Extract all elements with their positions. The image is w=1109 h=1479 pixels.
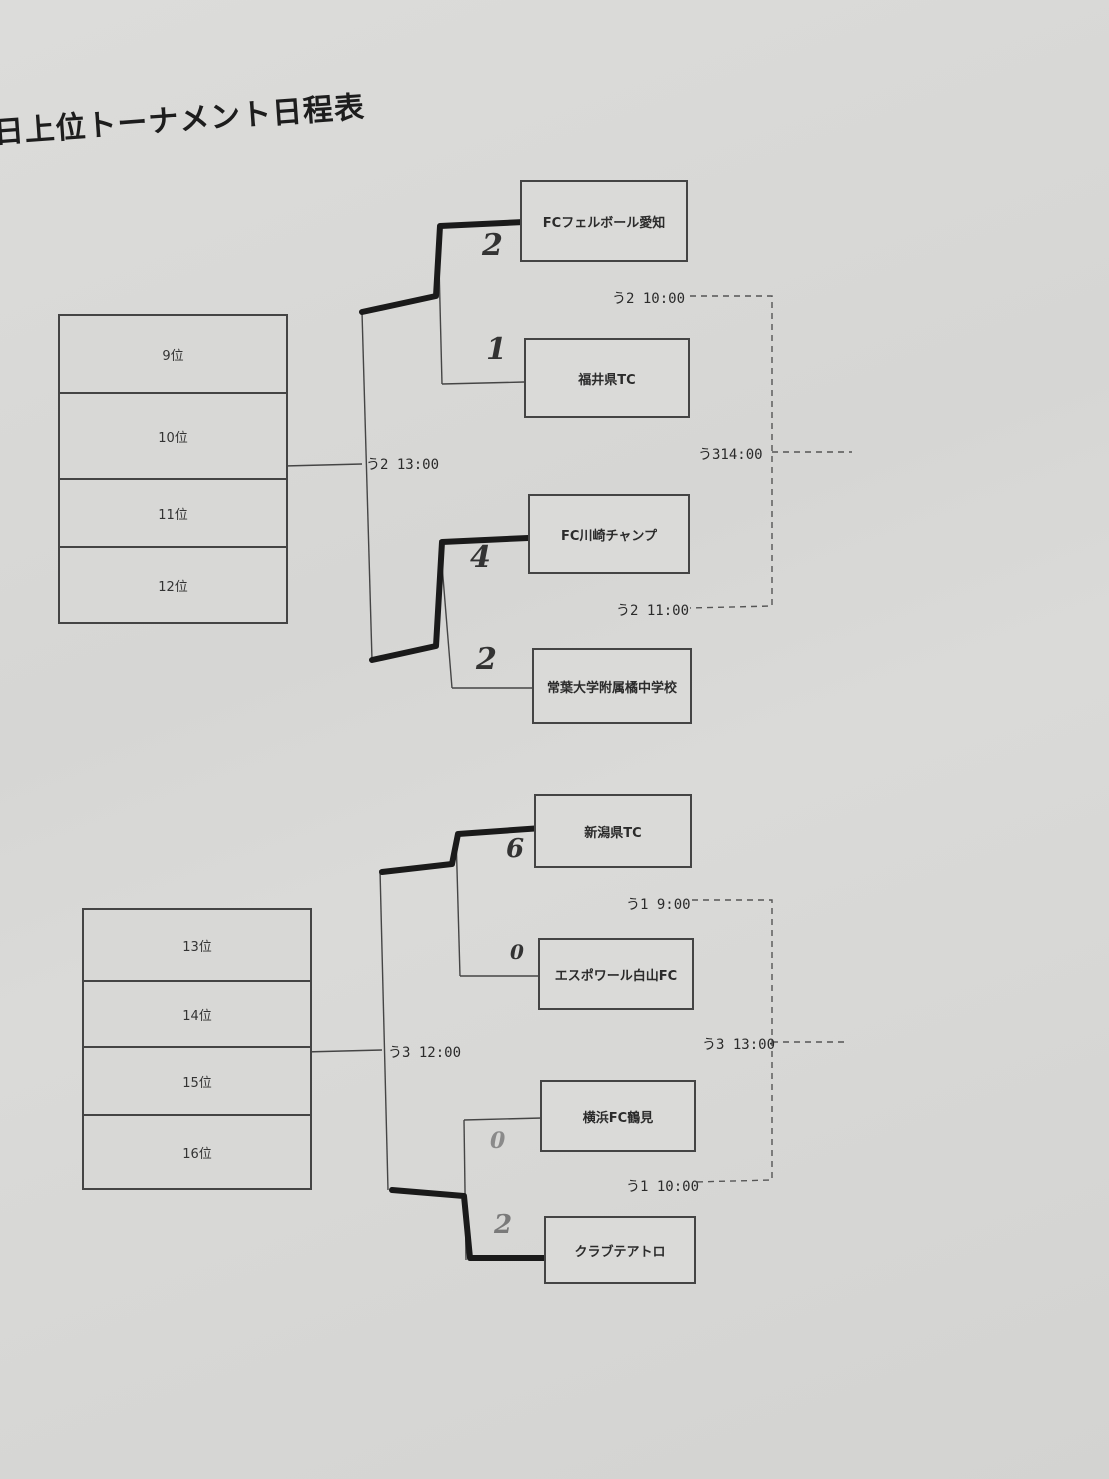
match-score: 6 xyxy=(506,834,525,864)
team-box: 横浜FC鶴見 xyxy=(540,1080,696,1152)
winner-path xyxy=(379,825,545,875)
bracket-line xyxy=(463,1117,543,1121)
match-score: 2 xyxy=(494,1210,513,1240)
rank-cell: 14位 xyxy=(84,982,310,1048)
rank-connector-line xyxy=(303,1049,383,1053)
rank-cell: 16位 xyxy=(182,1146,212,1162)
match-score: 0 xyxy=(490,1128,506,1154)
bracket-line xyxy=(379,869,389,1191)
team-box: エスポワール白山FC xyxy=(538,938,694,1010)
rank-table: 13位 14位 15位 16位 xyxy=(82,908,312,1190)
loser-bracket-line xyxy=(689,295,773,609)
match-score: 4 xyxy=(470,540,491,575)
rank-table: 9位 10位 11位 12位 xyxy=(58,314,288,624)
match-time: う1 9:00 xyxy=(626,897,691,913)
rank-cell: 9位 xyxy=(60,316,286,394)
rank-cell: 13位 xyxy=(84,910,310,982)
final-match-time: う3 12:00 xyxy=(388,1045,462,1061)
bracket-line xyxy=(361,311,373,661)
team-box: FC川崎チャンプ xyxy=(528,494,690,574)
match-score: 2 xyxy=(482,228,503,263)
rank-connector-line xyxy=(283,463,363,467)
match-time: う1 10:00 xyxy=(626,1179,700,1195)
rank-cell: 12位 xyxy=(158,579,188,595)
team-box: 福井県TC xyxy=(524,338,690,418)
team-box: FCフェルボール愛知 xyxy=(520,180,688,262)
bracket-line xyxy=(455,833,461,977)
winner-path xyxy=(369,535,531,663)
team-box: 常葉大学附属橘中学校 xyxy=(532,648,692,724)
team-box: クラブテアトロ xyxy=(544,1216,696,1284)
match-time: う2 11:00 xyxy=(616,603,690,619)
team-box: 新潟県TC xyxy=(534,794,692,868)
winner-path xyxy=(359,219,527,315)
bracket-line xyxy=(441,381,525,385)
loser-match-time: う314:00 xyxy=(698,447,763,463)
rank-cell: 10位 xyxy=(60,394,286,480)
loser-bracket-line xyxy=(692,899,773,1183)
loser-match-time: う3 13:00 xyxy=(702,1037,776,1053)
winner-path xyxy=(389,1187,547,1261)
rank-cell: 15位 xyxy=(84,1048,310,1116)
match-score: 2 xyxy=(476,642,497,677)
rank-cell: 11位 xyxy=(60,480,286,548)
match-time: う2 10:00 xyxy=(612,291,686,307)
final-match-time: う2 13:00 xyxy=(366,457,440,473)
match-score: 0 xyxy=(510,940,524,964)
match-score: 1 xyxy=(486,332,507,367)
